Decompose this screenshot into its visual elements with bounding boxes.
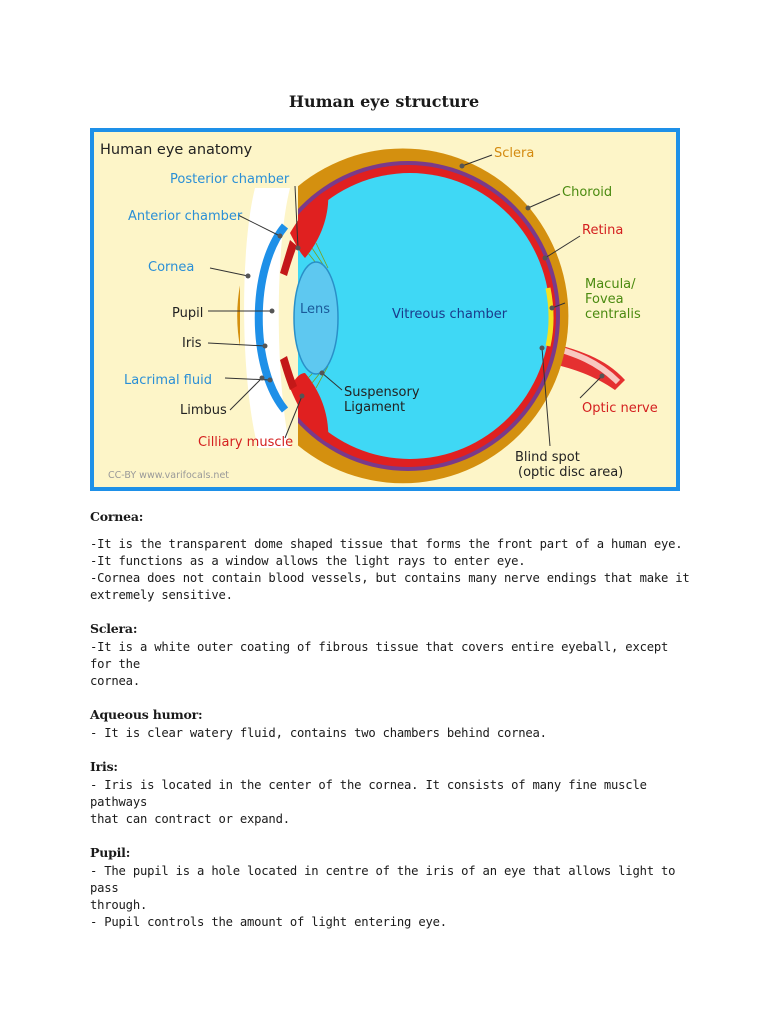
label-ciliary-muscle: Cilliary muscle [198,435,293,450]
lens-shape [293,261,339,375]
label-optic-nerve: Optic nerve [582,401,658,416]
section-cornea: Cornea: -It is the transparent dome shap… [90,508,690,604]
section-line: - Iris is located in the center of the c… [90,778,647,809]
cornea-shape [254,223,289,413]
label-pupil: Pupil [172,306,203,321]
section-heading: Cornea: [90,509,144,524]
document-body: Cornea: -It is the transparent dome shap… [90,508,690,947]
vitreous-shape [270,173,550,459]
label-macula-2: Fovea [585,292,624,307]
diagram-credit: CC-BY www.varifocals.net [108,470,229,481]
label-blind-spot-2: (optic disc area) [518,465,623,480]
label-lens: Lens [300,302,330,317]
label-blind-spot-1: Blind spot [515,450,580,465]
eye-anatomy-diagram: Human eye anatomy Sclera Choroid Retina … [90,128,680,491]
page-title: Human eye structure [288,92,480,111]
ciliary-lower [290,373,329,443]
section-aqueous-humor: Aqueous humor: - It is clear watery flui… [90,706,690,742]
section-sclera: Sclera: -It is a white outer coating of … [90,620,690,690]
label-suspensory-1: Suspensory [344,385,420,400]
section-line: -It is the transparent dome shaped tissu… [90,537,683,551]
label-vitreous-chamber: Vitreous chamber [392,307,508,322]
section-line: that can contract or expand. [90,812,290,826]
iris-lower [280,356,297,390]
section-line: -Cornea does not contain blood vessels, … [90,571,690,585]
section-iris: Iris: - Iris is located in the center of… [90,758,690,828]
section-line: -It is a white outer coating of fibrous … [90,640,669,671]
diagram-title: Human eye anatomy [100,142,253,158]
label-retina: Retina [582,223,623,238]
section-heading: Pupil: [90,845,131,860]
label-anterior-chamber: Anterior chamber [128,209,243,224]
section-line: cornea. [90,674,140,688]
section-heading: Aqueous humor: [90,707,203,722]
section-heading: Iris: [90,759,118,774]
section-line: -It functions as a window allows the lig… [90,554,526,568]
label-choroid: Choroid [562,185,612,200]
label-iris: Iris [182,336,202,351]
section-line: extremely sensitive. [90,588,233,602]
label-macula-3: centralis [585,307,641,322]
label-posterior-chamber: Posterior chamber [170,172,290,187]
macula-shape [545,287,554,347]
section-line: through. [90,898,148,912]
section-pupil: Pupil: - The pupil is a hole located in … [90,844,690,931]
ciliary-upper [290,190,329,258]
section-line: - It is clear watery fluid, contains two… [90,726,547,740]
label-sclera: Sclera [494,146,534,161]
label-suspensory-2: Ligament [344,400,405,415]
iris-upper [280,240,297,276]
label-limbus: Limbus [180,403,227,418]
label-lacrimal-fluid: Lacrimal fluid [124,373,212,388]
label-cornea: Cornea [148,260,194,275]
section-line: - The pupil is a hole located in centre … [90,864,676,895]
section-line: - Pupil controls the amount of light ent… [90,915,447,929]
label-macula-1: Macula/ [585,277,636,292]
section-heading: Sclera: [90,621,138,636]
